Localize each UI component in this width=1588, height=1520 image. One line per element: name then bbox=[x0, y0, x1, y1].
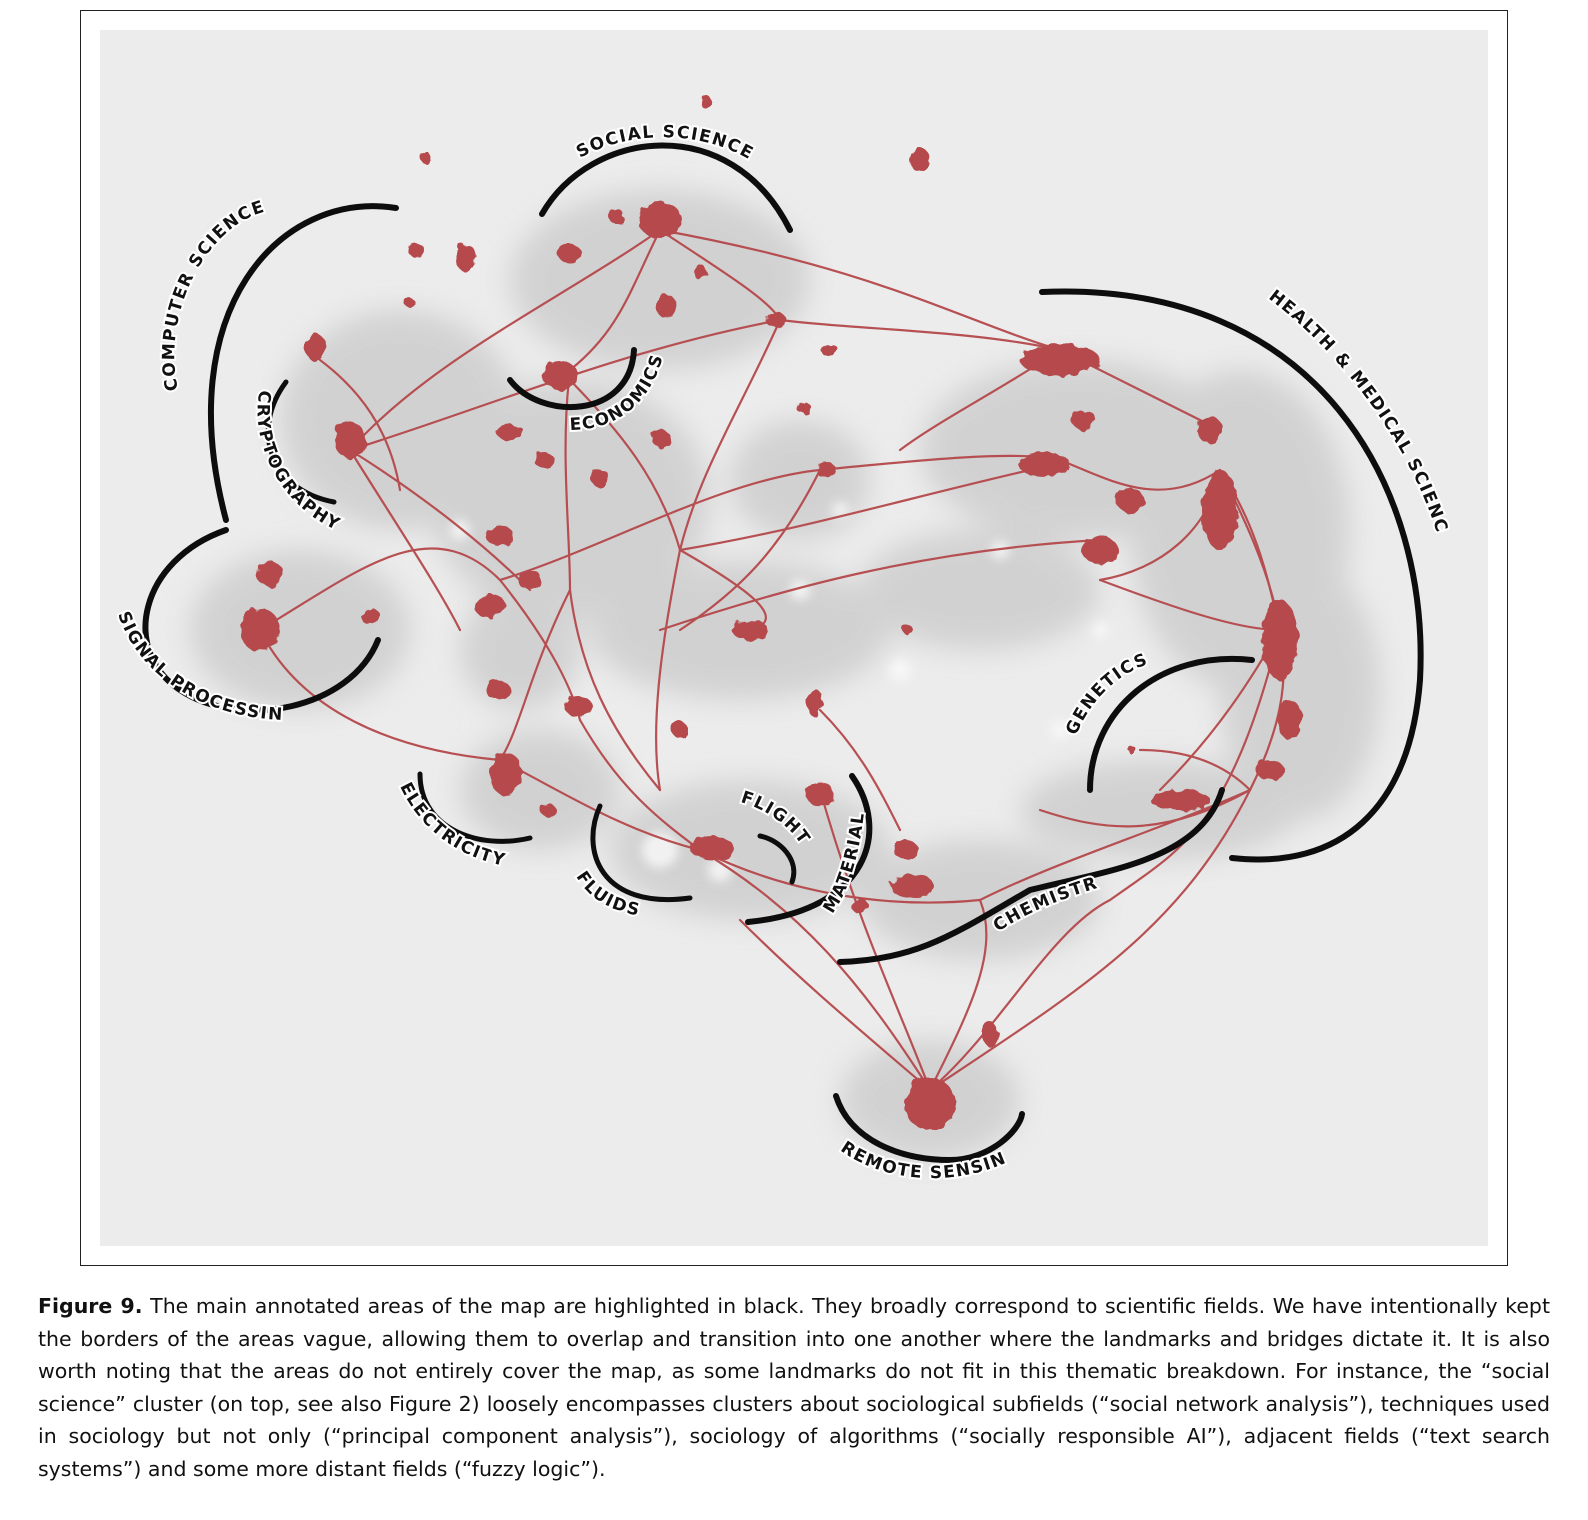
flight-border bbox=[757, 833, 797, 885]
materials-border bbox=[745, 773, 873, 925]
fluids-border bbox=[590, 803, 693, 902]
electricity-border bbox=[417, 771, 533, 844]
caption-label: Figure 9. bbox=[38, 1294, 143, 1318]
area-borders bbox=[142, 142, 1424, 1164]
signal-processing-border bbox=[142, 527, 381, 714]
landmarks bbox=[240, 95, 1302, 1130]
caption-text: The main annotated areas of the map are … bbox=[38, 1294, 1550, 1481]
economics-border bbox=[507, 347, 637, 410]
cryptography-border bbox=[265, 379, 337, 505]
genetics-border bbox=[1087, 655, 1255, 793]
science-landscape-map: SOCIAL SCIENCE COMPUTER SCIENCE CRYPTOGR… bbox=[100, 30, 1488, 1246]
figure-caption: Figure 9. The main annotated areas of th… bbox=[38, 1290, 1550, 1485]
social-science-border bbox=[539, 142, 793, 233]
computer-science-border bbox=[208, 203, 399, 523]
chemistry-border bbox=[837, 787, 1225, 965]
health-medical-border bbox=[1039, 288, 1424, 863]
remote-sensing-border bbox=[833, 1093, 1025, 1164]
